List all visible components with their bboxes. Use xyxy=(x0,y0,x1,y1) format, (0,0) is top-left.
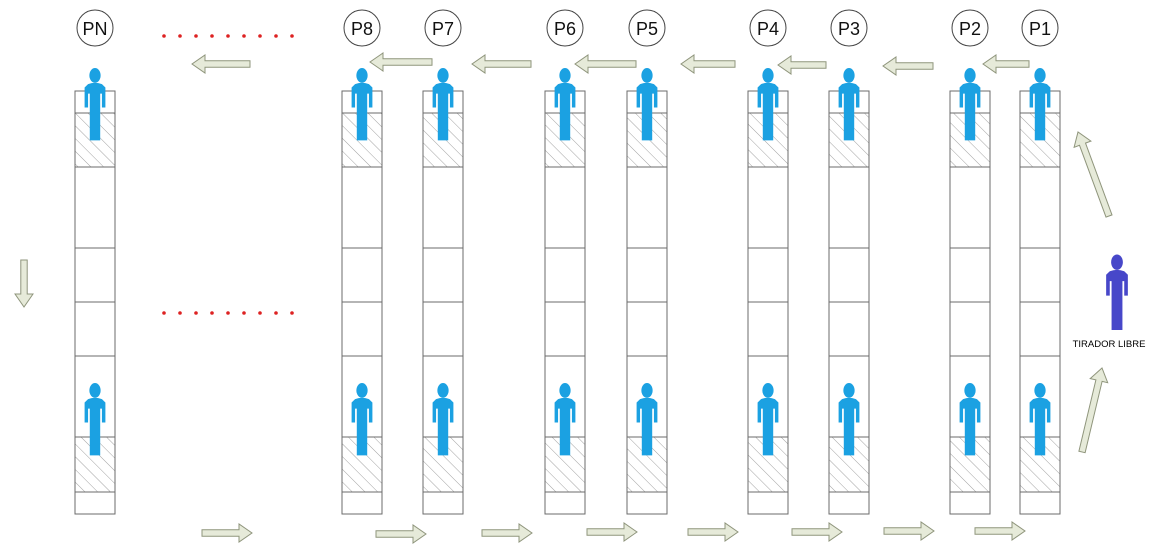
label-circle xyxy=(830,9,868,47)
arrow-top-7 xyxy=(882,56,934,76)
label-pn: PN xyxy=(76,9,114,47)
arrow-top-3 xyxy=(471,54,532,74)
position-label: P1 xyxy=(1029,19,1051,39)
continuation-dots-top xyxy=(162,34,294,38)
label-circle xyxy=(76,9,114,47)
arrow-top-4 xyxy=(574,54,637,74)
continuation-dots-middle xyxy=(162,311,294,315)
label-p3: P3 xyxy=(830,9,868,47)
arrow-bottom-7 xyxy=(883,521,935,541)
label-p6: P6 xyxy=(546,9,584,47)
position-labels: PN P8 P7 P6 P5 P4 P3 P2 P1 xyxy=(76,9,1059,47)
position-label: P3 xyxy=(838,19,860,39)
arrow-top-2 xyxy=(369,52,433,72)
free-shooter-label: TIRADOR LIBRE xyxy=(1073,339,1146,350)
arrow-top-5 xyxy=(680,54,736,74)
arrow-right-upper xyxy=(1073,131,1113,218)
position-label: PN xyxy=(82,19,107,39)
rotation-arrows xyxy=(14,52,1113,544)
arrow-left-down xyxy=(14,259,34,308)
players xyxy=(84,68,1051,456)
position-label: P2 xyxy=(959,19,981,39)
label-p4: P4 xyxy=(749,9,787,47)
label-circle xyxy=(343,9,381,47)
label-circle xyxy=(628,9,666,47)
label-circle xyxy=(424,9,462,47)
label-p7: P7 xyxy=(424,9,462,47)
label-p1: P1 xyxy=(1021,9,1059,47)
arrow-bottom-4 xyxy=(586,522,638,542)
free-shooter: TIRADOR LIBRE xyxy=(1073,254,1146,350)
arrow-top-8 xyxy=(982,54,1030,74)
label-p5: P5 xyxy=(628,9,666,47)
position-label: P4 xyxy=(757,19,779,39)
lane-p8 xyxy=(341,90,383,515)
label-circle xyxy=(546,9,584,47)
arrow-bottom-8 xyxy=(974,521,1026,541)
arrow-bottom-3 xyxy=(481,523,533,543)
label-p8: P8 xyxy=(343,9,381,47)
arrow-top-1 xyxy=(191,54,251,74)
position-label: P6 xyxy=(554,19,576,39)
arrow-top-6 xyxy=(777,55,827,75)
arrow-bottom-5 xyxy=(687,522,739,542)
arrow-bottom-6 xyxy=(791,522,843,542)
label-p2: P2 xyxy=(951,9,989,47)
position-label: P7 xyxy=(432,19,454,39)
label-circle xyxy=(749,9,787,47)
position-label: P8 xyxy=(351,19,373,39)
arrow-bottom-2 xyxy=(375,524,427,544)
position-label: P5 xyxy=(636,19,658,39)
label-circle xyxy=(1021,9,1059,47)
arrow-right-lower xyxy=(1078,367,1109,454)
free-shooter-figure xyxy=(1106,254,1128,330)
arrow-bottom-1 xyxy=(201,523,253,543)
lanes xyxy=(74,90,1061,515)
label-circle xyxy=(951,9,989,47)
